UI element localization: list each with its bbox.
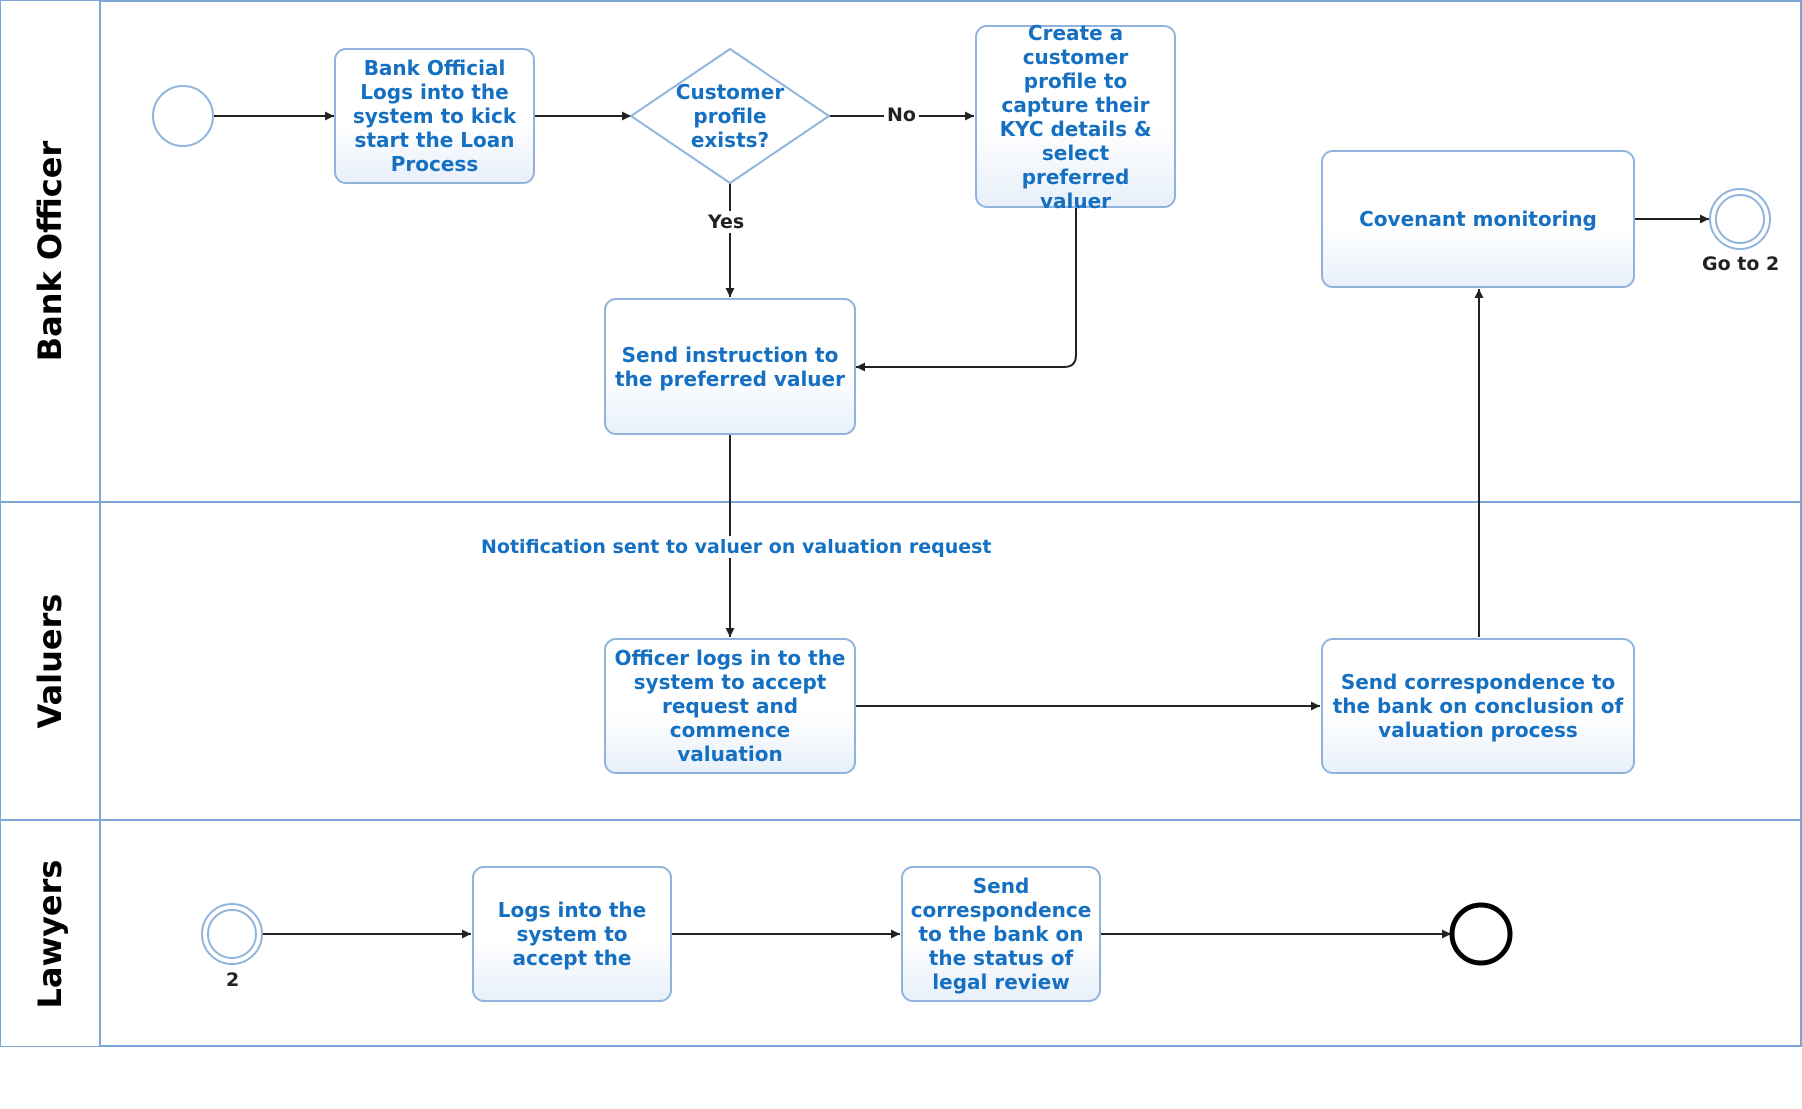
notification-label: Notification sent to valuer on valuation… bbox=[478, 536, 995, 558]
process-diagram bbox=[0, 0, 1802, 1047]
decision-gateway bbox=[629, 47, 831, 185]
task-officer-accept-request: Officer logs in to the system to accept … bbox=[604, 638, 856, 774]
gateway-label: Customer profile exists? bbox=[675, 80, 785, 152]
task-send-correspondence-valuation: Send correspondence to the bank on concl… bbox=[1321, 638, 1635, 774]
task-lawyer-login: Logs into the system to accept the bbox=[472, 866, 672, 1002]
task-create-customer-profile: Create a customer profile to capture the… bbox=[975, 21, 1176, 213]
end-event bbox=[1449, 902, 1513, 966]
task-bank-official-login: Bank Official Logs into the system to ki… bbox=[334, 48, 535, 184]
flow-label-yes: Yes bbox=[705, 211, 748, 233]
lane-label-lawyers: Lawyers bbox=[31, 859, 69, 1009]
task-covenant-monitoring: Covenant monitoring bbox=[1321, 150, 1635, 288]
pool-frame bbox=[0, 0, 1802, 1047]
link-event-go-to-2 bbox=[1709, 188, 1771, 250]
lane-label-bank-officer: Bank Officer bbox=[31, 140, 69, 362]
flow-label-no: No bbox=[884, 104, 919, 126]
start-event bbox=[152, 85, 214, 147]
go-to-2-label: Go to 2 bbox=[1702, 253, 1780, 275]
flow-profile-to-instruction bbox=[856, 208, 1077, 372]
link-event-2 bbox=[201, 903, 263, 965]
lane-header-column bbox=[1, 1, 100, 1046]
task-lawyer-send-correspondence: Send correspondence to the bank on the s… bbox=[901, 866, 1101, 1002]
task-send-instruction: Send instruction to the preferred valuer bbox=[604, 298, 856, 435]
link-2-label: 2 bbox=[226, 969, 240, 991]
